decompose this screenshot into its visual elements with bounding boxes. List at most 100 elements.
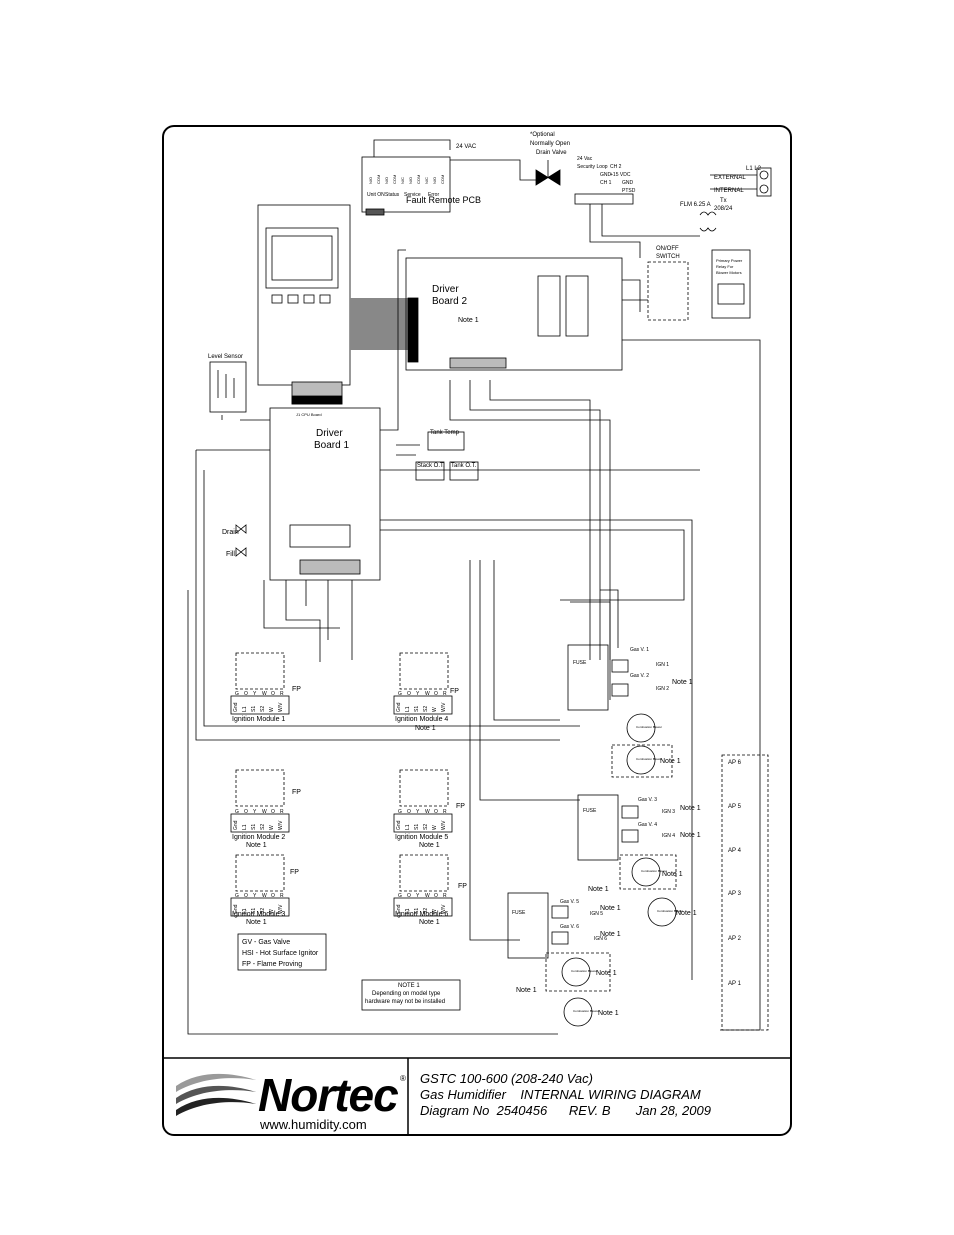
module-wire-letter: G bbox=[235, 809, 239, 815]
tank-temp-label: Tank Temp bbox=[430, 430, 460, 436]
on-off-switch bbox=[647, 261, 689, 321]
ap6-label: AP 6 bbox=[728, 760, 742, 766]
fill-solenoid-icon bbox=[235, 547, 247, 557]
valve-group-1-note: Note 1 bbox=[672, 679, 693, 686]
module-wire-letter: Y bbox=[416, 809, 420, 815]
fault-contact-label: N/C bbox=[424, 177, 429, 184]
module-wire-letter: W bbox=[262, 893, 267, 899]
ignition-module-2-label: Ignition Module 2 bbox=[232, 834, 285, 841]
fault-contact-label: N/O bbox=[384, 177, 389, 184]
primary-power-relay bbox=[711, 249, 751, 319]
fill-label: Fill bbox=[226, 551, 235, 558]
module-wire-letter: O bbox=[407, 809, 411, 815]
module-wire-letter: O bbox=[434, 893, 438, 899]
module-wire-letter: Y bbox=[253, 893, 257, 899]
module-wire-letter: O bbox=[271, 809, 275, 815]
tank-temp-sensor bbox=[427, 431, 465, 451]
module-wire-letter: Y bbox=[416, 691, 420, 697]
module-pin-label: S2 bbox=[260, 706, 266, 712]
registered-mark: ® bbox=[400, 1074, 406, 1083]
blower-5-note: Note 1 bbox=[596, 970, 617, 977]
gas-valve-6-label: Gas V. 6 bbox=[560, 924, 579, 930]
legend-fp: FP - Flame Proving bbox=[242, 961, 302, 968]
ignition-module-3-label: Ignition Module 3 bbox=[232, 911, 285, 918]
title-line-1: GSTC 100-600 (208-240 Vac) bbox=[420, 1071, 593, 1086]
module-pin-label: Gnd bbox=[396, 904, 402, 914]
module-pin-label: S1 bbox=[414, 824, 420, 830]
vac-label: 24 VAC bbox=[456, 144, 477, 150]
module-wire-letter: R bbox=[443, 893, 447, 899]
module-wire-letter: G bbox=[398, 809, 402, 815]
module-pin-label: W bbox=[269, 825, 275, 830]
module-pin-label: W bbox=[432, 909, 438, 914]
module-wire-letter: R bbox=[443, 691, 447, 697]
fp-label-5: FP bbox=[456, 803, 465, 810]
module-wire-letter: O bbox=[407, 893, 411, 899]
terminal-15vdc: +15 VDC bbox=[610, 172, 631, 178]
legend-box bbox=[237, 933, 327, 971]
valve-group-2-note-b: Note 1 bbox=[680, 832, 701, 839]
module-pin-label: L1 bbox=[405, 706, 411, 712]
drain-label: Drain bbox=[222, 529, 239, 536]
fp-label-1: FP bbox=[292, 686, 301, 693]
terminal-security: Security Loop bbox=[577, 164, 608, 170]
driver-board-1-label-1: Driver bbox=[316, 428, 343, 439]
module-pin-label: W/V bbox=[441, 904, 447, 914]
l1-l2-label: L1 L2 bbox=[746, 166, 762, 172]
ign-4-label: IGN 4 bbox=[662, 833, 675, 839]
drain-valve-label-1: Normally Open bbox=[530, 141, 570, 147]
blower-3-label: Combustion Blower bbox=[641, 869, 667, 873]
fault-remote-pcb bbox=[361, 156, 451, 213]
brand-logo-text: Nortec bbox=[258, 1069, 399, 1121]
note-box bbox=[361, 979, 461, 1011]
module-pin-label: W bbox=[432, 825, 438, 830]
terminal-ch1: CH 1 bbox=[600, 180, 612, 186]
relay-label-2: Relay For bbox=[716, 264, 734, 269]
gas-valve-groups bbox=[507, 644, 639, 959]
module-pin-label: S1 bbox=[414, 908, 420, 914]
drain-solenoid-icon bbox=[235, 524, 247, 534]
blower-5-label: Combustion Blower bbox=[571, 969, 597, 973]
ap5-label: AP 5 bbox=[728, 804, 742, 810]
note-box-title: NOTE 1 bbox=[398, 983, 420, 989]
relay-label-1: Primary Power bbox=[716, 258, 743, 263]
module-pin-label: W bbox=[269, 707, 275, 712]
module-pin-label: W/V bbox=[278, 702, 284, 712]
relay-label-3: Blower Motors bbox=[716, 270, 742, 275]
fault-contact-label: COM bbox=[376, 175, 381, 184]
module-pin-label: Gnd bbox=[233, 702, 239, 712]
module-pin-label: L1 bbox=[405, 824, 411, 830]
module-pin-label: W bbox=[432, 707, 438, 712]
module-wire-letter: O bbox=[244, 809, 248, 815]
fault-contact-label: COM bbox=[392, 175, 397, 184]
driver-board-1-label-2: Board 1 bbox=[314, 440, 349, 451]
title-line-3: Diagram No 2540456 REV. B Jan 28, 2009 bbox=[420, 1103, 711, 1118]
module-wire-letter: W bbox=[425, 691, 430, 697]
module-wire-letter: W bbox=[425, 809, 430, 815]
module-3-note: Note 1 bbox=[246, 919, 267, 926]
external-label: EXTERNAL bbox=[714, 175, 746, 181]
module-wire-letter: R bbox=[280, 893, 284, 899]
module-5-note: Note 1 bbox=[419, 842, 440, 849]
terminal-gnd: GND bbox=[600, 172, 612, 178]
module-wire-letter: W bbox=[425, 893, 430, 899]
fuse-2-label: FUSE bbox=[583, 808, 597, 814]
module-wire-letter: O bbox=[434, 691, 438, 697]
module-wire-letter: O bbox=[407, 691, 411, 697]
drawing-frame bbox=[162, 125, 792, 1136]
module-wire-letter: G bbox=[398, 893, 402, 899]
module-wire-letter: Y bbox=[416, 893, 420, 899]
switch-label-2: SWITCH bbox=[656, 254, 680, 260]
fault-group-status: Status bbox=[385, 192, 400, 198]
valve-group-2-note-c: Note 1 bbox=[588, 886, 609, 893]
tank-ot-switch bbox=[449, 461, 479, 481]
pcb-connector bbox=[365, 208, 385, 216]
module-pin-label: S2 bbox=[260, 908, 266, 914]
module-4-note: Note 1 bbox=[415, 725, 436, 732]
module-wire-letter: G bbox=[235, 691, 239, 697]
fault-group-error: Error bbox=[428, 192, 439, 198]
module-wire-letter: G bbox=[235, 893, 239, 899]
module-wire-letter: W bbox=[262, 691, 267, 697]
module-pin-label: Gnd bbox=[396, 820, 402, 830]
display-screen bbox=[265, 227, 339, 289]
